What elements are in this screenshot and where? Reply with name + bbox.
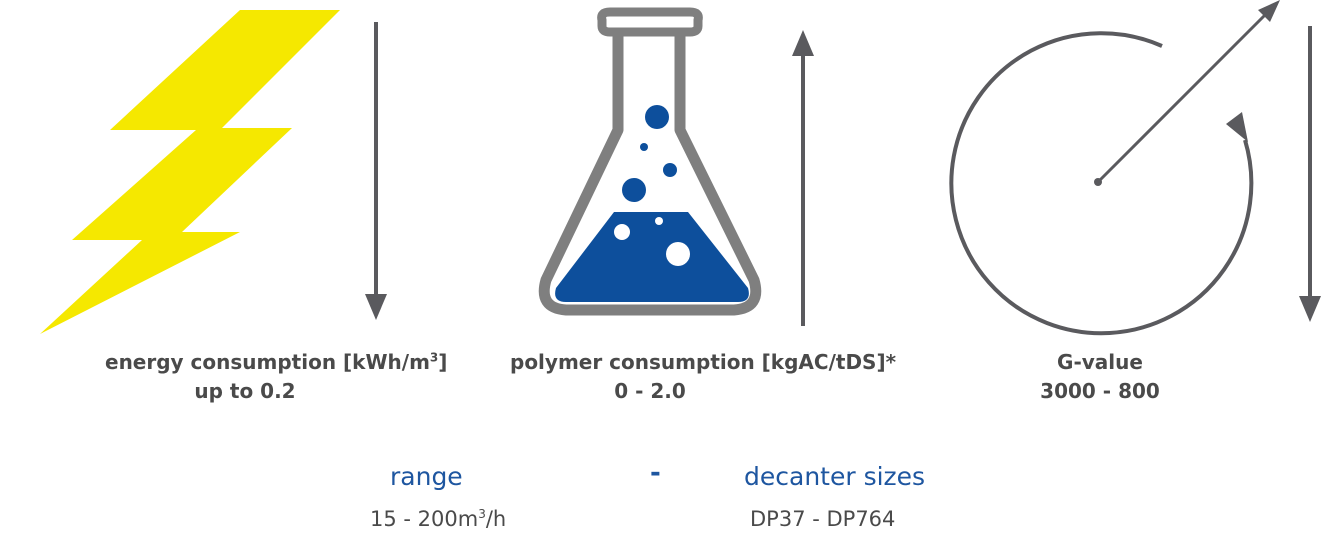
lab-flask-icon	[538, 7, 762, 316]
gvalue-trend-down-arrow	[1299, 26, 1321, 322]
energy-metric-title: energy consumption [kWh/m3]	[105, 350, 448, 374]
energy-trend-down-arrow	[365, 22, 387, 320]
summary-separator: -	[650, 458, 661, 488]
polymer-metric-value: 0 - 2.0	[614, 379, 686, 403]
energy-metric-value: up to 0.2	[194, 379, 296, 403]
gvalue-metric-caption: G-value 3000 - 800	[970, 348, 1230, 406]
gvalue-metric-title: G-value	[1057, 350, 1143, 374]
range-value: 15 - 200m3/h	[370, 507, 507, 531]
polymer-metric-caption: polymer consumption [kgAC/tDS]* 0 - 2.0	[510, 348, 897, 406]
decanter-sizes-value: DP37 - DP764	[750, 507, 896, 531]
energy-metric-caption: energy consumption [kWh/m3] up to 0.2	[105, 348, 448, 406]
gvalue-metric-value: 3000 - 800	[1040, 379, 1160, 403]
decanter-sizes-heading: decanter sizes	[744, 462, 926, 491]
polymer-metric-title: polymer consumption [kgAC/tDS]*	[510, 350, 897, 374]
polymer-trend-up-arrow	[792, 30, 814, 326]
rotation-gauge-icon	[949, 0, 1280, 336]
range-heading: range	[390, 462, 463, 491]
lightning-bolt-icon	[40, 10, 340, 334]
